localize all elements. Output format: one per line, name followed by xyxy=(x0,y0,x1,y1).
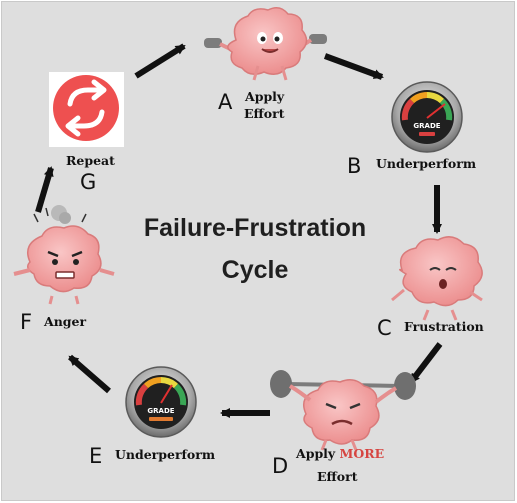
arrow-f-to-g xyxy=(35,166,54,213)
node-b-label: Underperform xyxy=(376,156,477,171)
node-b-letter: B xyxy=(347,154,362,178)
node-f-label: Anger xyxy=(44,314,87,329)
arrow-g-to-a xyxy=(134,43,186,79)
node-g-label: Repeat xyxy=(66,153,115,168)
arrow-a-to-b xyxy=(323,53,384,80)
node-a-label-line1: Apply xyxy=(245,89,285,104)
gauge-text-e: GRADE xyxy=(147,407,174,415)
node-d-label-line1: Apply MORE xyxy=(296,446,384,461)
grade-gauge-icon-e: GRADE xyxy=(125,366,197,438)
brain-angry-icon xyxy=(13,205,115,305)
node-a-letter: A xyxy=(218,90,233,114)
arrow-e-to-f xyxy=(68,354,111,394)
brain-straining-barbell-icon xyxy=(270,370,416,451)
node-g-letter: G xyxy=(80,170,97,194)
node-d-label-line2: Effort xyxy=(317,469,358,484)
node-e-letter: E xyxy=(89,444,103,468)
diagram-title-line2: Cycle xyxy=(221,256,289,284)
brain-lifting-dumbbells-icon xyxy=(204,7,327,81)
grade-gauge-icon: GRADE xyxy=(391,81,463,153)
gauge-text-b: GRADE xyxy=(413,122,440,130)
node-d-letter: D xyxy=(272,454,289,478)
node-c-label: Frustration xyxy=(404,319,484,334)
arrow-c-to-d xyxy=(408,342,443,384)
node-f-letter: F xyxy=(20,310,33,334)
repeat-icon xyxy=(49,72,124,147)
cycle-arrows xyxy=(35,43,443,418)
node-a-label-line2: Effort xyxy=(244,106,285,121)
node-d-label-highlight: MORE xyxy=(339,446,385,461)
node-e-label: Underperform xyxy=(115,447,216,462)
node-d-label-prefix: Apply xyxy=(296,446,340,461)
node-c-letter: C xyxy=(377,316,392,340)
diagram-title-line1: Failure-Frustration xyxy=(143,214,367,242)
brain-frustrated-icon xyxy=(391,236,483,321)
